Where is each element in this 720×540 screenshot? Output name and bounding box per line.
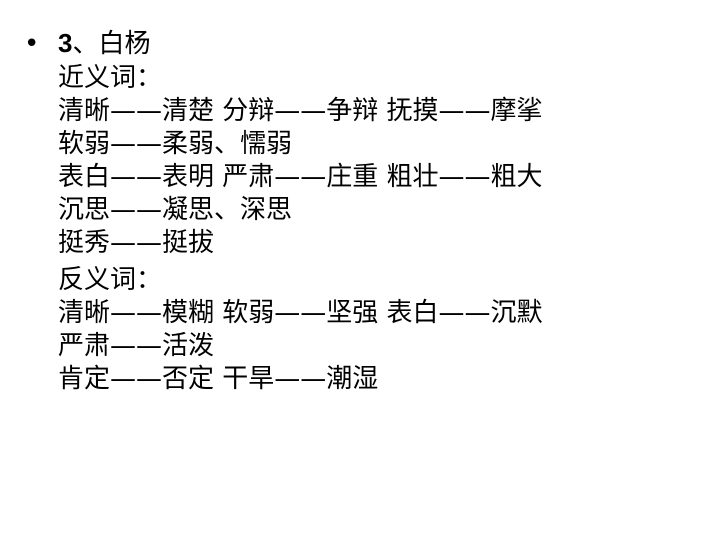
synonyms-heading: 近义词： bbox=[58, 63, 163, 93]
antonym-line: 严肃——活泼 bbox=[58, 331, 215, 361]
synonym-line: 挺秀——挺拔 bbox=[58, 228, 215, 258]
antonym-line: 肯定——否定 干旱——潮湿 bbox=[58, 364, 379, 394]
synonym-line: 沉思——凝思、深思 bbox=[58, 195, 293, 225]
synonym-line: 清晰——清楚 分辩——争辩 抚摸——摩挲 bbox=[58, 96, 543, 126]
lesson-name: 、白杨 bbox=[72, 29, 151, 59]
bullet-dot-icon: • bbox=[24, 29, 40, 59]
antonyms-section: 反义词： 清晰——模糊 软弱——坚强 表白——沉默 严肃——活泼 肯定——否定 … bbox=[58, 264, 704, 396]
lesson-number: 3 bbox=[58, 28, 73, 58]
title-row: • 3、白杨 bbox=[24, 24, 704, 62]
lesson-title: 3、白杨 bbox=[58, 24, 150, 63]
content: 近义词： 清晰——清楚 分辩——争辩 抚摸——摩挲 软弱——柔弱、懦弱 表白——… bbox=[58, 62, 704, 396]
bullet-block: • 3、白杨 近义词： 清晰——清楚 分辩——争辩 抚摸——摩挲 软弱——柔弱、… bbox=[24, 24, 704, 396]
synonym-line: 表白——表明 严肃——庄重 粗壮——粗大 bbox=[58, 162, 543, 192]
synonym-line: 软弱——柔弱、懦弱 bbox=[58, 129, 293, 159]
synonyms-section: 近义词： 清晰——清楚 分辩——争辩 抚摸——摩挲 软弱——柔弱、懦弱 表白——… bbox=[58, 62, 704, 260]
antonym-line: 清晰——模糊 软弱——坚强 表白——沉默 bbox=[58, 298, 543, 328]
antonyms-heading: 反义词： bbox=[58, 265, 163, 295]
